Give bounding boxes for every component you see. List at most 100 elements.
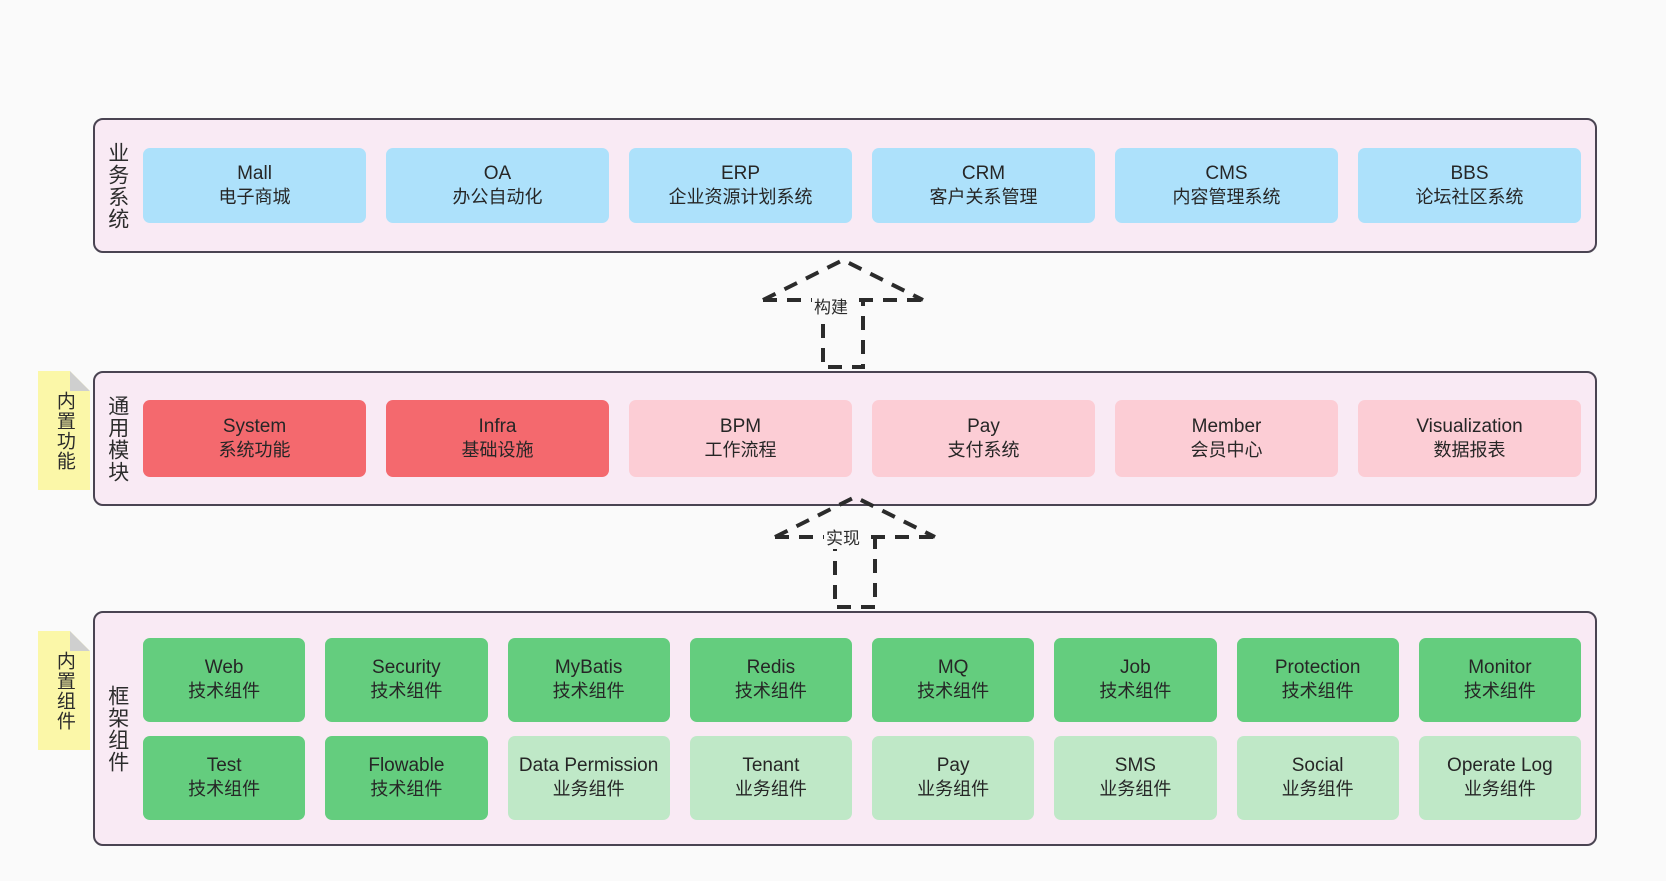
node-title: CRM	[961, 163, 1006, 185]
node-web[interactable]: Web 技术组件	[143, 637, 306, 722]
node-row: Test 技术组件 Flowable 技术组件 Data Permission …	[143, 735, 1581, 820]
node-subtitle: 业务组件	[917, 779, 990, 800]
node-data-permission[interactable]: Data Permission 业务组件	[507, 735, 670, 820]
connector-build-label: 构建	[812, 293, 850, 318]
layer-common-modules-label: 通用模块	[105, 394, 129, 483]
node-title: Pay	[967, 416, 1000, 438]
node-operate-log[interactable]: Operate Log 业务组件	[1418, 735, 1581, 820]
node-subtitle: 业务组件	[1463, 779, 1536, 800]
node-title: Protection	[1274, 657, 1361, 679]
node-subtitle: 业务组件	[1099, 779, 1172, 800]
node-crm[interactable]: CRM 客户关系管理	[872, 148, 1095, 223]
node-subtitle: 基础设施	[461, 440, 534, 461]
node-social[interactable]: Social 业务组件	[1236, 735, 1399, 820]
node-oa[interactable]: OA 办公自动化	[386, 148, 609, 223]
node-title: Member	[1191, 416, 1262, 438]
node-subtitle: 数据报表	[1433, 440, 1506, 461]
node-subtitle: 技术组件	[188, 779, 261, 800]
layer-common-modules-body: System 系统功能 Infra 基础设施 BPM 工作流程 Pay 支付系统…	[139, 373, 1595, 504]
node-title: Tenant	[742, 755, 800, 777]
layer-common-modules: 通用模块 System 系统功能 Infra 基础设施 BPM 工作流程 Pay…	[93, 371, 1597, 506]
node-security[interactable]: Security 技术组件	[325, 637, 488, 722]
node-redis[interactable]: Redis 技术组件	[689, 637, 852, 722]
node-title: ERP	[720, 163, 761, 185]
node-title: Visualization	[1416, 416, 1523, 438]
node-title: OA	[483, 163, 512, 185]
node-subtitle: 客户关系管理	[929, 187, 1038, 208]
node-subtitle: 技术组件	[370, 779, 443, 800]
node-subtitle: 工作流程	[704, 440, 777, 461]
node-row: System 系统功能 Infra 基础设施 BPM 工作流程 Pay 支付系统…	[143, 400, 1581, 477]
node-title: Operate Log	[1447, 755, 1553, 777]
node-tenant[interactable]: Tenant 业务组件	[689, 735, 852, 820]
node-title: SMS	[1114, 755, 1156, 777]
node-title: MyBatis	[554, 657, 623, 679]
node-title: BBS	[1450, 163, 1489, 185]
node-title: BPM	[719, 416, 762, 438]
node-system[interactable]: System 系统功能	[143, 400, 366, 477]
node-bpm[interactable]: BPM 工作流程	[629, 400, 852, 477]
node-subtitle: 企业资源计划系统	[668, 187, 813, 208]
node-subtitle: 办公自动化	[452, 187, 543, 208]
sticky-note-builtin-features: 内置功能	[38, 371, 90, 490]
node-subtitle: 电子商城	[218, 187, 291, 208]
node-title: Job	[1120, 657, 1151, 679]
node-title: Test	[206, 755, 242, 777]
layer-framework-components: 框架组件 Web 技术组件 Security 技术组件 MyBatis 技术组件…	[93, 611, 1597, 846]
node-protection[interactable]: Protection 技术组件	[1236, 637, 1399, 722]
node-member[interactable]: Member 会员中心	[1115, 400, 1338, 477]
node-subtitle: 业务组件	[1281, 779, 1354, 800]
node-title: Web	[204, 657, 244, 679]
node-title: Data Permission	[518, 755, 659, 777]
node-subtitle: 技术组件	[552, 681, 625, 702]
node-subtitle: 支付系统	[947, 440, 1020, 461]
sticky-note-builtin-components: 内置组件	[38, 631, 90, 750]
node-title: Monitor	[1468, 657, 1532, 679]
node-title: Mall	[237, 163, 272, 185]
node-title: MQ	[937, 657, 969, 679]
node-subtitle: 系统功能	[218, 440, 291, 461]
node-title: Infra	[478, 416, 517, 438]
layer-business-systems-body: Mall 电子商城 OA 办公自动化 ERP 企业资源计划系统 CRM 客户关系…	[139, 120, 1595, 251]
layer-framework-components-body: Web 技术组件 Security 技术组件 MyBatis 技术组件 Redi…	[139, 613, 1595, 844]
node-subtitle: 技术组件	[188, 681, 261, 702]
layer-business-systems: 业务系统 Mall 电子商城 OA 办公自动化 ERP 企业资源计划系统 CRM…	[93, 118, 1597, 253]
node-bbs[interactable]: BBS 论坛社区系统	[1358, 148, 1581, 223]
node-subtitle: 内容管理系统	[1172, 187, 1281, 208]
node-erp[interactable]: ERP 企业资源计划系统	[629, 148, 852, 223]
node-visualization[interactable]: Visualization 数据报表	[1358, 400, 1581, 477]
node-subtitle: 技术组件	[1281, 681, 1354, 702]
node-subtitle: 技术组件	[370, 681, 443, 702]
node-title: Security	[372, 657, 441, 679]
node-mq[interactable]: MQ 技术组件	[872, 637, 1035, 722]
layer-framework-components-label: 框架组件	[105, 684, 129, 773]
node-mall[interactable]: Mall 电子商城	[143, 148, 366, 223]
node-pay-component[interactable]: Pay 业务组件	[872, 735, 1035, 820]
node-subtitle: 业务组件	[552, 779, 625, 800]
node-subtitle: 会员中心	[1190, 440, 1263, 461]
layer-business-systems-label: 业务系统	[105, 141, 129, 230]
connector-implement-label: 实现	[824, 524, 862, 549]
node-pay-module[interactable]: Pay 支付系统	[872, 400, 1095, 477]
node-row: Web 技术组件 Security 技术组件 MyBatis 技术组件 Redi…	[143, 637, 1581, 722]
node-title: CMS	[1205, 163, 1248, 185]
node-monitor[interactable]: Monitor 技术组件	[1418, 637, 1581, 722]
node-subtitle: 业务组件	[734, 779, 807, 800]
node-job[interactable]: Job 技术组件	[1054, 637, 1217, 722]
node-mybatis[interactable]: MyBatis 技术组件	[507, 637, 670, 722]
node-title: System	[222, 416, 287, 438]
node-title: Redis	[746, 657, 796, 679]
node-title: Flowable	[368, 755, 445, 777]
node-title: Social	[1291, 755, 1344, 777]
node-sms[interactable]: SMS 业务组件	[1054, 735, 1217, 820]
node-subtitle: 技术组件	[1099, 681, 1172, 702]
node-flowable[interactable]: Flowable 技术组件	[325, 735, 488, 820]
node-title: Pay	[936, 755, 970, 777]
node-subtitle: 论坛社区系统	[1415, 187, 1524, 208]
node-cms[interactable]: CMS 内容管理系统	[1115, 148, 1338, 223]
node-subtitle: 技术组件	[734, 681, 807, 702]
node-test[interactable]: Test 技术组件	[143, 735, 306, 820]
node-infra[interactable]: Infra 基础设施	[386, 400, 609, 477]
node-subtitle: 技术组件	[1463, 681, 1536, 702]
